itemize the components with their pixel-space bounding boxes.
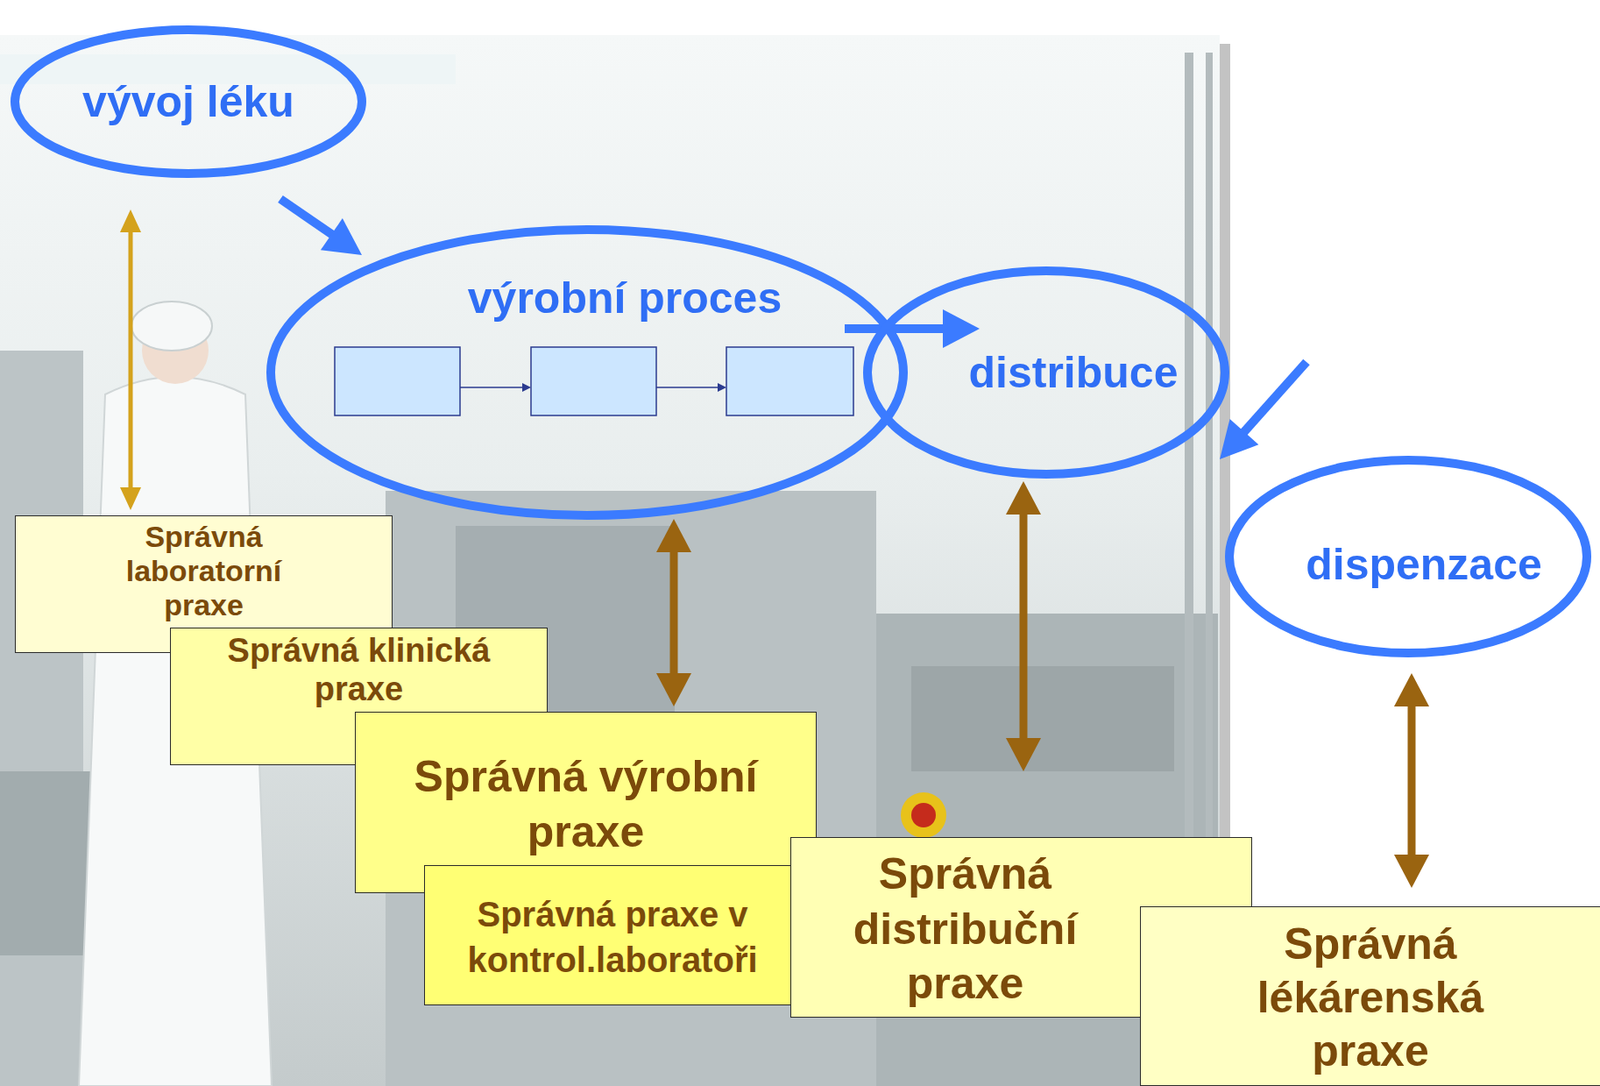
arrow-shaft [1019, 507, 1028, 744]
arrow-shaft [280, 198, 338, 239]
arrowhead [1394, 672, 1430, 707]
emergency-button [900, 792, 947, 838]
ellipse-outline [265, 224, 909, 521]
stage-ellipse: vývoj léku [9, 24, 368, 179]
ellipse-outline-path [1229, 460, 1587, 653]
flow-arrow [1394, 672, 1430, 888]
process-step-arrowhead [717, 382, 727, 392]
arrow-shaft [1238, 361, 1307, 438]
arrow-shaft [844, 324, 950, 333]
arrowhead [656, 672, 692, 707]
photo-ground [0, 35, 1220, 1086]
arrowhead [1219, 418, 1259, 460]
flow-arrow [656, 518, 692, 707]
stage-label: dispenzace [1305, 538, 1543, 591]
ellipse-outline-path [14, 29, 362, 174]
practice-label: Správná distribuční praxe [834, 846, 1098, 1012]
process-step-box [334, 346, 461, 416]
arrowhead [120, 487, 142, 510]
practice-label: Správná praxe v kontrol.laboratoři [437, 891, 788, 983]
stage-ellipse: dispenzace [1224, 454, 1593, 659]
emergency-button-cap [911, 802, 936, 828]
practice-box: Správná praxe v kontrol.laboratoři [424, 864, 801, 1006]
flow-arrow [1219, 361, 1307, 460]
stage-label: výrobní proces [467, 271, 782, 325]
arrow-shaft [128, 227, 134, 492]
process-step-arrow [656, 386, 720, 389]
process-step-arrow [460, 386, 524, 389]
stage-ellipse: výrobní proces [265, 224, 909, 521]
practice-label: Správná výrobní praxe [389, 749, 784, 859]
arrowhead [1005, 481, 1041, 515]
flow-arrow [120, 209, 142, 510]
ellipse-outline-path [270, 229, 904, 516]
process-step-box [530, 346, 657, 416]
process-step-box [726, 346, 854, 416]
arrowhead [1394, 854, 1430, 888]
arrowhead [1005, 737, 1041, 772]
arrow-shaft [1408, 699, 1416, 861]
arrowhead [120, 209, 142, 233]
arrowhead [942, 309, 980, 348]
arrow-shaft [670, 545, 679, 680]
ellipse-outline-path [867, 270, 1225, 475]
practice-box: Správná lékárenská praxe [1139, 906, 1600, 1086]
conveyor-part [911, 665, 1175, 772]
worker-cap [131, 301, 213, 351]
flow-arrow [1005, 481, 1041, 772]
stage-label: distribuce [969, 346, 1179, 399]
process-step-arrowhead [522, 382, 531, 392]
arrowhead [656, 518, 692, 553]
left-machine [0, 350, 84, 1086]
practice-label: Správná lékárenská praxe [1217, 917, 1524, 1078]
flow-arrow [844, 309, 980, 348]
stage-ellipse: distribuce [862, 265, 1231, 480]
stage-label: vývoj léku [82, 75, 295, 128]
arrowhead [320, 218, 362, 255]
practice-label: Správná klinická praxe [227, 631, 491, 708]
flow-arrow [280, 198, 362, 255]
practice-label: Správná laboratorní praxe [99, 519, 310, 623]
